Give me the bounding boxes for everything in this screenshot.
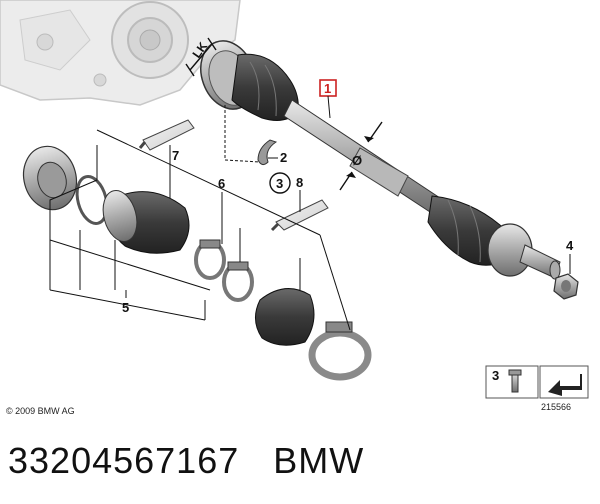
part-number: 33204567167 xyxy=(8,440,240,481)
callout-1: 1 xyxy=(319,79,337,119)
image-number: 215566 xyxy=(541,402,571,412)
brand-name: BMW xyxy=(273,440,365,481)
svg-text:4: 4 xyxy=(566,238,574,253)
svg-text:1: 1 xyxy=(324,81,331,96)
repair-kit-left: 5 xyxy=(22,129,372,381)
svg-text:3: 3 xyxy=(276,176,283,191)
callout-5: 5 xyxy=(122,300,129,315)
grease-tube-8: 8 xyxy=(270,175,329,232)
exploded-view-diagram: LK Ø 1 2 3 7 8 xyxy=(0,0,589,416)
callout-6: 6 xyxy=(218,176,301,290)
legend-box: 3 xyxy=(485,365,589,399)
callout-2: 2 xyxy=(280,150,287,165)
callout-4: 4 xyxy=(566,238,574,274)
part-caption: 33204567167 BMW xyxy=(8,440,593,490)
callout-8: 8 xyxy=(296,175,303,190)
svg-text:6: 6 xyxy=(218,176,225,191)
diameter-symbol: Ø xyxy=(352,153,362,168)
copyright-text: © 2009 BMW AG xyxy=(6,406,75,416)
collar-nut xyxy=(553,273,579,300)
grease-tube-7: 7 xyxy=(138,119,195,200)
circlip: 2 xyxy=(257,139,287,166)
callout-7: 7 xyxy=(172,148,179,163)
arrow-symbol-icon xyxy=(548,374,582,396)
drive-shaft xyxy=(200,40,561,280)
diameter-marker: Ø xyxy=(339,121,383,191)
legend-callout-3: 3 xyxy=(492,368,499,383)
callout-3: 3 xyxy=(269,172,291,194)
transmission-housing xyxy=(0,0,241,106)
leader-lines-2-3 xyxy=(224,105,261,163)
